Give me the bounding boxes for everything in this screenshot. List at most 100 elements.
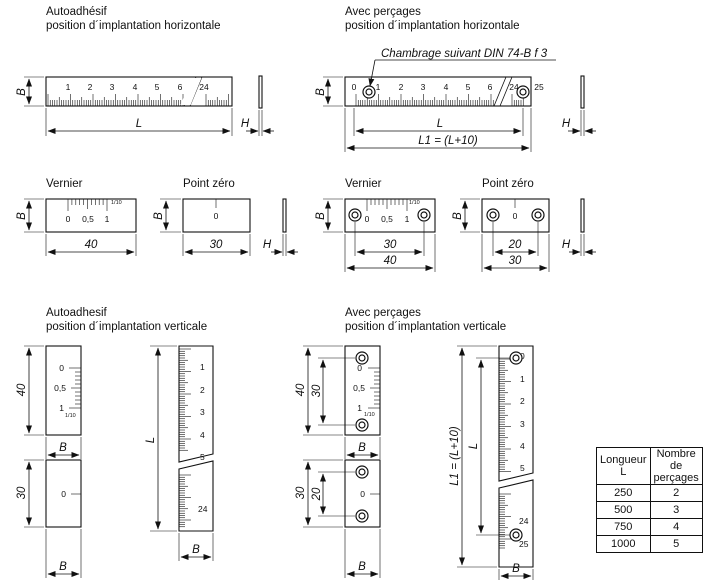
dim-b: B — [16, 212, 28, 220]
dim-30: 30 — [16, 486, 28, 499]
side-view — [282, 198, 287, 233]
heading-point-zero-holes: Point zéro — [482, 178, 534, 190]
dim-l: L — [468, 443, 480, 449]
heading-horizontal-placement: position d´implantation horizontale — [46, 20, 221, 32]
heading-self-adhesive-vertical: Autoadhesif — [46, 307, 108, 319]
dim-30: 30 — [311, 384, 323, 397]
tick-label: 4 — [200, 430, 205, 440]
vernier-unit: 1/10 — [111, 200, 122, 206]
tick-label: 5 — [200, 452, 205, 462]
tick-label: 0 — [513, 211, 518, 221]
dim-30: 30 — [384, 239, 397, 251]
tick-label: 6 — [488, 82, 493, 92]
scale-horizontal-holes: 0 1 2 3 4 5 6 24 25 — [344, 76, 544, 107]
dim-l: L — [145, 437, 157, 443]
table-cell: 3 — [649, 501, 703, 519]
tick-label: 24 — [509, 82, 519, 92]
dim-l: L — [437, 118, 443, 130]
heading-self-adhesive: Autoadhésif — [46, 6, 108, 18]
tick-label: 0,5 — [54, 383, 66, 393]
tick-label: 24 — [198, 504, 208, 514]
heading-vernier: Vernier — [46, 178, 83, 190]
tick-label: 2 — [520, 396, 525, 406]
heading-vertical-placement-holes: position d´implantation verticale — [345, 321, 506, 333]
dim-40: 40 — [295, 383, 307, 396]
tick-label: 3 — [421, 82, 426, 92]
heading-vernier-holes: Vernier — [345, 178, 382, 190]
tick-label: 4 — [444, 82, 449, 92]
vertical-point-zero-adhesive: 0 — [45, 459, 82, 528]
tick-label: 3 — [110, 82, 115, 92]
dim-b: B — [358, 561, 366, 573]
heading-point-zero: Point zéro — [183, 178, 235, 190]
dim-l1: L1 = (L+10) — [449, 426, 461, 486]
dim-b: B — [59, 561, 67, 573]
dim-b: B — [315, 88, 327, 96]
tick-label: 5 — [155, 82, 160, 92]
tick-label: 0 — [365, 214, 370, 224]
tick-label: 25 — [519, 539, 529, 549]
dim-b: B — [192, 544, 200, 556]
vertical-vernier-adhesive: 0 0,5 1 1/10 — [45, 345, 82, 436]
side-view — [580, 75, 585, 109]
tick-label: 0 — [520, 351, 525, 361]
dim-20: 20 — [508, 239, 522, 251]
dim-b: B — [153, 212, 165, 220]
heading-horizontal-placement-holes: position d´implantation horizontale — [345, 20, 520, 32]
dim-b: B — [512, 563, 520, 575]
tick-label: 5 — [520, 463, 525, 473]
tick-label: 1 — [520, 374, 525, 384]
break-line — [493, 76, 507, 107]
dim-h: H — [562, 118, 571, 130]
dim-h: H — [241, 118, 250, 130]
table-cell: 4 — [649, 518, 703, 536]
tick-label: 1 — [376, 82, 381, 92]
tick-label: 25 — [534, 82, 544, 92]
dim-20: 20 — [311, 487, 323, 501]
scale-horizontal-adhesive: 1 2 3 4 5 6 24 — [45, 76, 233, 107]
dim-40: 40 — [16, 383, 28, 396]
vertical-scale-adhesive: 1 2 3 4 5 6 24 — [178, 345, 214, 532]
tick-label: 0 — [357, 363, 362, 373]
tick-label: 0 — [61, 489, 66, 499]
dim-b: B — [315, 212, 327, 220]
vernier-unit: 1/10 — [65, 413, 76, 419]
tick-label: 4 — [133, 82, 138, 92]
vernier-adhesive: 0 0,5 1 1/10 — [45, 198, 137, 233]
tick-label: 1 — [357, 403, 362, 413]
dim-l1: L1 = (L+10) — [418, 135, 478, 147]
dim-b: B — [59, 442, 67, 454]
tick-label: 0 — [352, 82, 357, 92]
side-view — [580, 198, 585, 233]
table-cell: 500 — [596, 501, 651, 519]
heading-with-holes: Avec perçages — [345, 6, 421, 18]
table-cell: 250 — [596, 484, 651, 502]
tick-label: 1 — [66, 82, 71, 92]
counterbore-callout: Chambrage suivant DIN 74-B f 3 — [381, 48, 548, 60]
tick-label: 24 — [199, 82, 209, 92]
dim-30: 30 — [509, 255, 522, 267]
heading-with-holes-vertical: Avec perçages — [345, 307, 421, 319]
heading-vertical-placement: position d´implantation verticale — [46, 321, 207, 333]
tick-label: 0 — [360, 489, 365, 499]
dim-b: B — [452, 212, 464, 220]
table-cell: 5 — [649, 535, 703, 553]
tick-label: 4 — [520, 441, 525, 451]
dim-40: 40 — [85, 239, 98, 251]
tick-label: 6 — [178, 82, 183, 92]
tick-label: 1 — [405, 214, 410, 224]
dim-40: 40 — [384, 255, 397, 267]
tick-label: 0,5 — [82, 214, 94, 224]
vernier-unit: 1/10 — [364, 412, 375, 418]
vernier-holes: 0 0,5 1 1/10 — [344, 198, 436, 233]
vertical-point-zero-holes: 0 — [344, 459, 381, 528]
dim-b: B — [358, 442, 366, 454]
vernier-unit: 1/10 — [409, 200, 420, 206]
dim-h: H — [562, 239, 571, 251]
